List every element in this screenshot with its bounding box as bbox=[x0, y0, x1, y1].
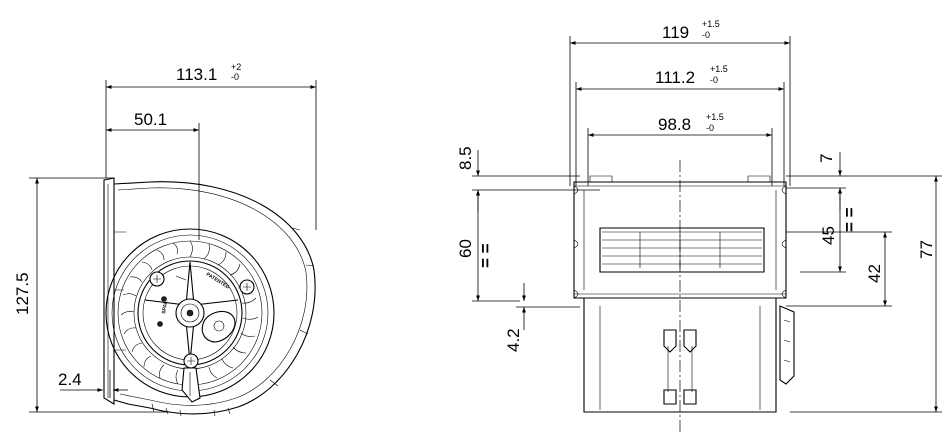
overall-length-value: 119 bbox=[662, 23, 689, 42]
height-value: 127.5 bbox=[13, 272, 32, 315]
screw bbox=[239, 279, 255, 295]
motor-flange: PATENTED SPAL bbox=[137, 260, 255, 369]
blower-housing: PATENTED SPAL bbox=[103, 177, 316, 417]
dimension-length-3: 98.8 +1.5 -0 bbox=[587, 112, 773, 186]
side-view: 119 +1.5 -0 111.2 +1.5 -0 98.8 +1.5 -0 bbox=[456, 19, 942, 432]
front-view: 113.1 +2 -0 50.1 127.5 2.4 bbox=[13, 62, 317, 417]
dimension-overall-length: 119 +1.5 -0 bbox=[569, 19, 791, 186]
flange-value: 2.4 bbox=[58, 370, 82, 389]
dimension-right-lower: 42 bbox=[786, 231, 892, 307]
right-height-symmetry: = = bbox=[840, 207, 859, 232]
overall-height-value: 77 bbox=[917, 240, 936, 259]
overall-length-tol-lower: -0 bbox=[702, 30, 710, 40]
dimension-flange: 2.4 bbox=[58, 370, 128, 398]
dimension-length-2: 111.2 +1.5 -0 bbox=[575, 64, 785, 186]
dimension-overall-height: 77 bbox=[790, 175, 942, 413]
dimension-offset-width: 50.1 bbox=[106, 110, 200, 240]
dimension-bottom-offset: 4.2 bbox=[504, 283, 580, 352]
top-right-value: 7 bbox=[817, 154, 836, 163]
overall-length-tol-upper: +1.5 bbox=[702, 19, 720, 29]
dimension-overall-width: 113.1 +2 -0 bbox=[105, 62, 317, 230]
length-3-tol-upper: +1.5 bbox=[706, 112, 724, 122]
right-lower-value: 42 bbox=[865, 264, 884, 283]
length-2-value: 111.2 bbox=[655, 68, 695, 87]
outlet-height-value: 60 bbox=[456, 239, 475, 258]
dimension-outlet-height: 60 = = bbox=[456, 190, 520, 302]
dimension-height: 127.5 bbox=[13, 177, 170, 413]
dimension-top-right: 7 bbox=[786, 152, 846, 210]
offset-width-value: 50.1 bbox=[134, 110, 167, 129]
brand-label: SPAL bbox=[161, 301, 169, 315]
top-offset-value: 8.5 bbox=[456, 146, 475, 170]
screw bbox=[183, 353, 199, 369]
outlet-height-symmetry: = = bbox=[476, 243, 495, 268]
blower-side-body bbox=[573, 175, 795, 413]
bottom-offset-value: 4.2 bbox=[504, 328, 523, 352]
overall-width-tol-upper: +2 bbox=[231, 62, 241, 72]
overall-width-value: 113.1 bbox=[176, 65, 217, 84]
dimension-right-height: 45 = = bbox=[800, 188, 859, 273]
length-2-tol-lower: -0 bbox=[710, 75, 718, 85]
overall-width-tol-lower: -0 bbox=[231, 72, 239, 82]
length-3-tol-lower: -0 bbox=[706, 123, 714, 133]
right-height-value: 45 bbox=[819, 226, 838, 245]
length-2-tol-upper: +1.5 bbox=[710, 64, 728, 74]
length-3-value: 98.8 bbox=[658, 115, 691, 134]
screw bbox=[149, 271, 165, 287]
